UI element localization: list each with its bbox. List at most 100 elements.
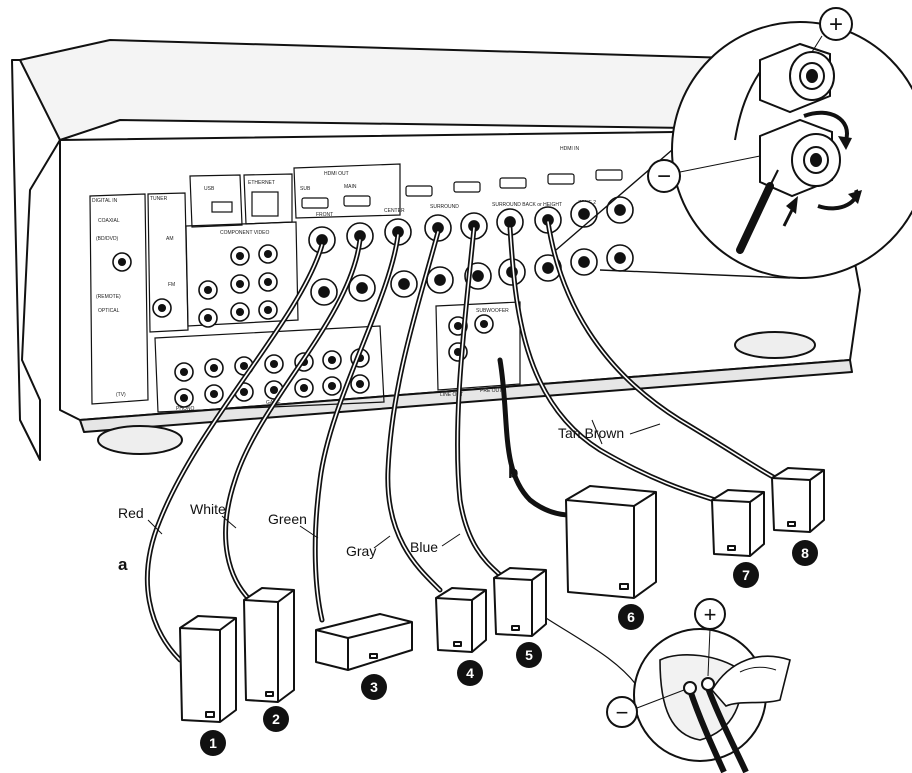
speaker-4-box: [435, 587, 487, 653]
rca-jack-7-core: [235, 307, 245, 317]
label-fm: FM: [168, 282, 175, 288]
inset-plus-marker: +: [819, 7, 853, 41]
speaker-terminal-1-core: [354, 230, 366, 242]
label-subwoofer: SUBWOOFER: [476, 308, 509, 314]
label-line-out: LINE OUT: [440, 392, 463, 398]
rca-jack-4-core: [263, 249, 273, 259]
speaker-1-box: [179, 615, 237, 723]
label-am: AM: [166, 236, 174, 242]
rotate-arrow-upper: [803, 110, 849, 141]
upper-terminal-knob: [759, 42, 835, 114]
label-coaxial: COAXIAL: [98, 218, 120, 224]
speakers: [179, 467, 825, 723]
speaker-badges: 1 2 3 4 5 6 7 8: [200, 540, 818, 756]
speaker-terminal-7-core: [578, 208, 590, 220]
speaker-1-number: 1: [209, 735, 217, 751]
cable-label-white: White: [190, 501, 226, 517]
rca-jack-3-core: [235, 251, 245, 261]
speaker-terminal-15-core: [542, 262, 554, 274]
speaker-8-badge: 8: [792, 540, 818, 566]
rca-jack-22-core: [355, 379, 365, 389]
speaker-4-number: 4: [466, 665, 474, 681]
label-pre-out: PRE OUT: [480, 388, 502, 394]
rca-jack-23-core: [157, 303, 167, 313]
label-tv: (TV): [116, 392, 126, 398]
label-tuner: TUNER: [150, 196, 168, 202]
speaker-terminal-17-core: [614, 252, 626, 264]
wire-zoom-inset: + −: [545, 598, 791, 773]
label-main: MAIN: [344, 184, 357, 190]
speaker-2-box: [243, 587, 295, 703]
speaker-terminal-16-core: [578, 256, 590, 268]
speaker-3-number: 3: [370, 679, 378, 695]
panel-dividers: [89, 163, 521, 413]
rca-jack-6-core: [263, 277, 273, 287]
speaker-3-badge: 3: [361, 674, 387, 700]
panel-labels: DIGITAL IN COAXIAL (BD/DVD) (REMOTE) OPT…: [92, 146, 596, 412]
label-hdmi-out: HDMI OUT: [324, 171, 349, 177]
speaker-terminal-2-core: [392, 226, 404, 238]
speaker-7-badge: 7: [733, 562, 759, 588]
wire-plus-marker: +: [694, 598, 726, 630]
speaker-3-box: [315, 613, 413, 671]
cable-label-gray: Gray: [346, 543, 376, 559]
rca-jack-21-core: [327, 381, 337, 391]
rca-jack-5-core: [235, 279, 245, 289]
label-hdmi-in: HDMI IN: [560, 146, 580, 152]
rca-jack-0-core: [117, 257, 127, 267]
hdmi-ports: [211, 169, 623, 217]
label-optical: OPTICAL: [98, 308, 120, 314]
cable-sub: [497, 357, 573, 518]
inset-wire: [736, 182, 774, 254]
rca-jack-17-core: [209, 389, 219, 399]
speaker-8-number: 8: [801, 545, 809, 561]
label-surround: SURROUND: [430, 204, 459, 210]
rca-jack-12-core: [269, 359, 279, 369]
label-front: FRONT: [316, 212, 333, 218]
speaker-7-number: 7: [742, 567, 750, 583]
speaker-terminal-0-core: [316, 234, 328, 246]
speaker-5-box: [493, 567, 547, 637]
label-sub: SUB: [300, 186, 311, 192]
cable-labels: Red White Green Gray Blue Tan Brown: [118, 419, 661, 559]
inset-minus-marker: −: [647, 159, 681, 193]
label-usb: USB: [204, 186, 215, 192]
speaker-terminal-9-core: [318, 286, 330, 298]
speaker-6-number: 6: [627, 609, 635, 625]
rca-jack-1-core: [203, 285, 213, 295]
lower-terminal-knob: [759, 118, 841, 198]
label-ethernet: ETHERNET: [248, 180, 275, 186]
terminal-zoom-inset: + −: [555, 7, 912, 279]
inset-plus-sign: +: [829, 11, 843, 38]
label-bd-dvd: (BD/DVD): [96, 236, 119, 242]
inset-minus-sign: −: [657, 163, 671, 190]
speaker-terminal-11-core: [398, 278, 410, 290]
cable-label-blue: Blue: [410, 539, 438, 555]
label-surround-back: SURROUND BACK or HEIGHT: [492, 202, 562, 208]
speaker-4-badge: 4: [457, 660, 483, 686]
speaker-terminal-5-core: [504, 216, 516, 228]
rca-jack-16-core: [179, 393, 189, 403]
callout-b: b: [508, 463, 518, 482]
insert-arrow-icon: [786, 196, 798, 214]
rca-jack-20-core: [299, 383, 309, 393]
speaker-5-badge: 5: [516, 642, 542, 668]
speaker-terminal-12-core: [434, 274, 446, 286]
rca-jack-19-core: [269, 385, 279, 395]
cable-label-red: Red: [118, 505, 144, 521]
speaker-7-box: [711, 489, 765, 557]
rca-jack-9-core: [179, 367, 189, 377]
speaker-terminal-8-core: [614, 204, 626, 216]
cable-label-tan-brown: Tan Brown: [558, 425, 624, 441]
speaker-6-badge: 6: [618, 604, 644, 630]
callout-a: a: [118, 555, 128, 574]
speaker-8-box: [771, 467, 825, 533]
rca-jack-2-core: [203, 313, 213, 323]
rca-jack-18-core: [239, 387, 249, 397]
rca-jack-11-core: [239, 361, 249, 371]
label-component: COMPONENT VIDEO: [220, 230, 269, 236]
speaker-2-badge: 2: [263, 706, 289, 732]
speaker-terminal-13-core: [472, 270, 484, 282]
label-phono: PHONO: [176, 406, 194, 412]
